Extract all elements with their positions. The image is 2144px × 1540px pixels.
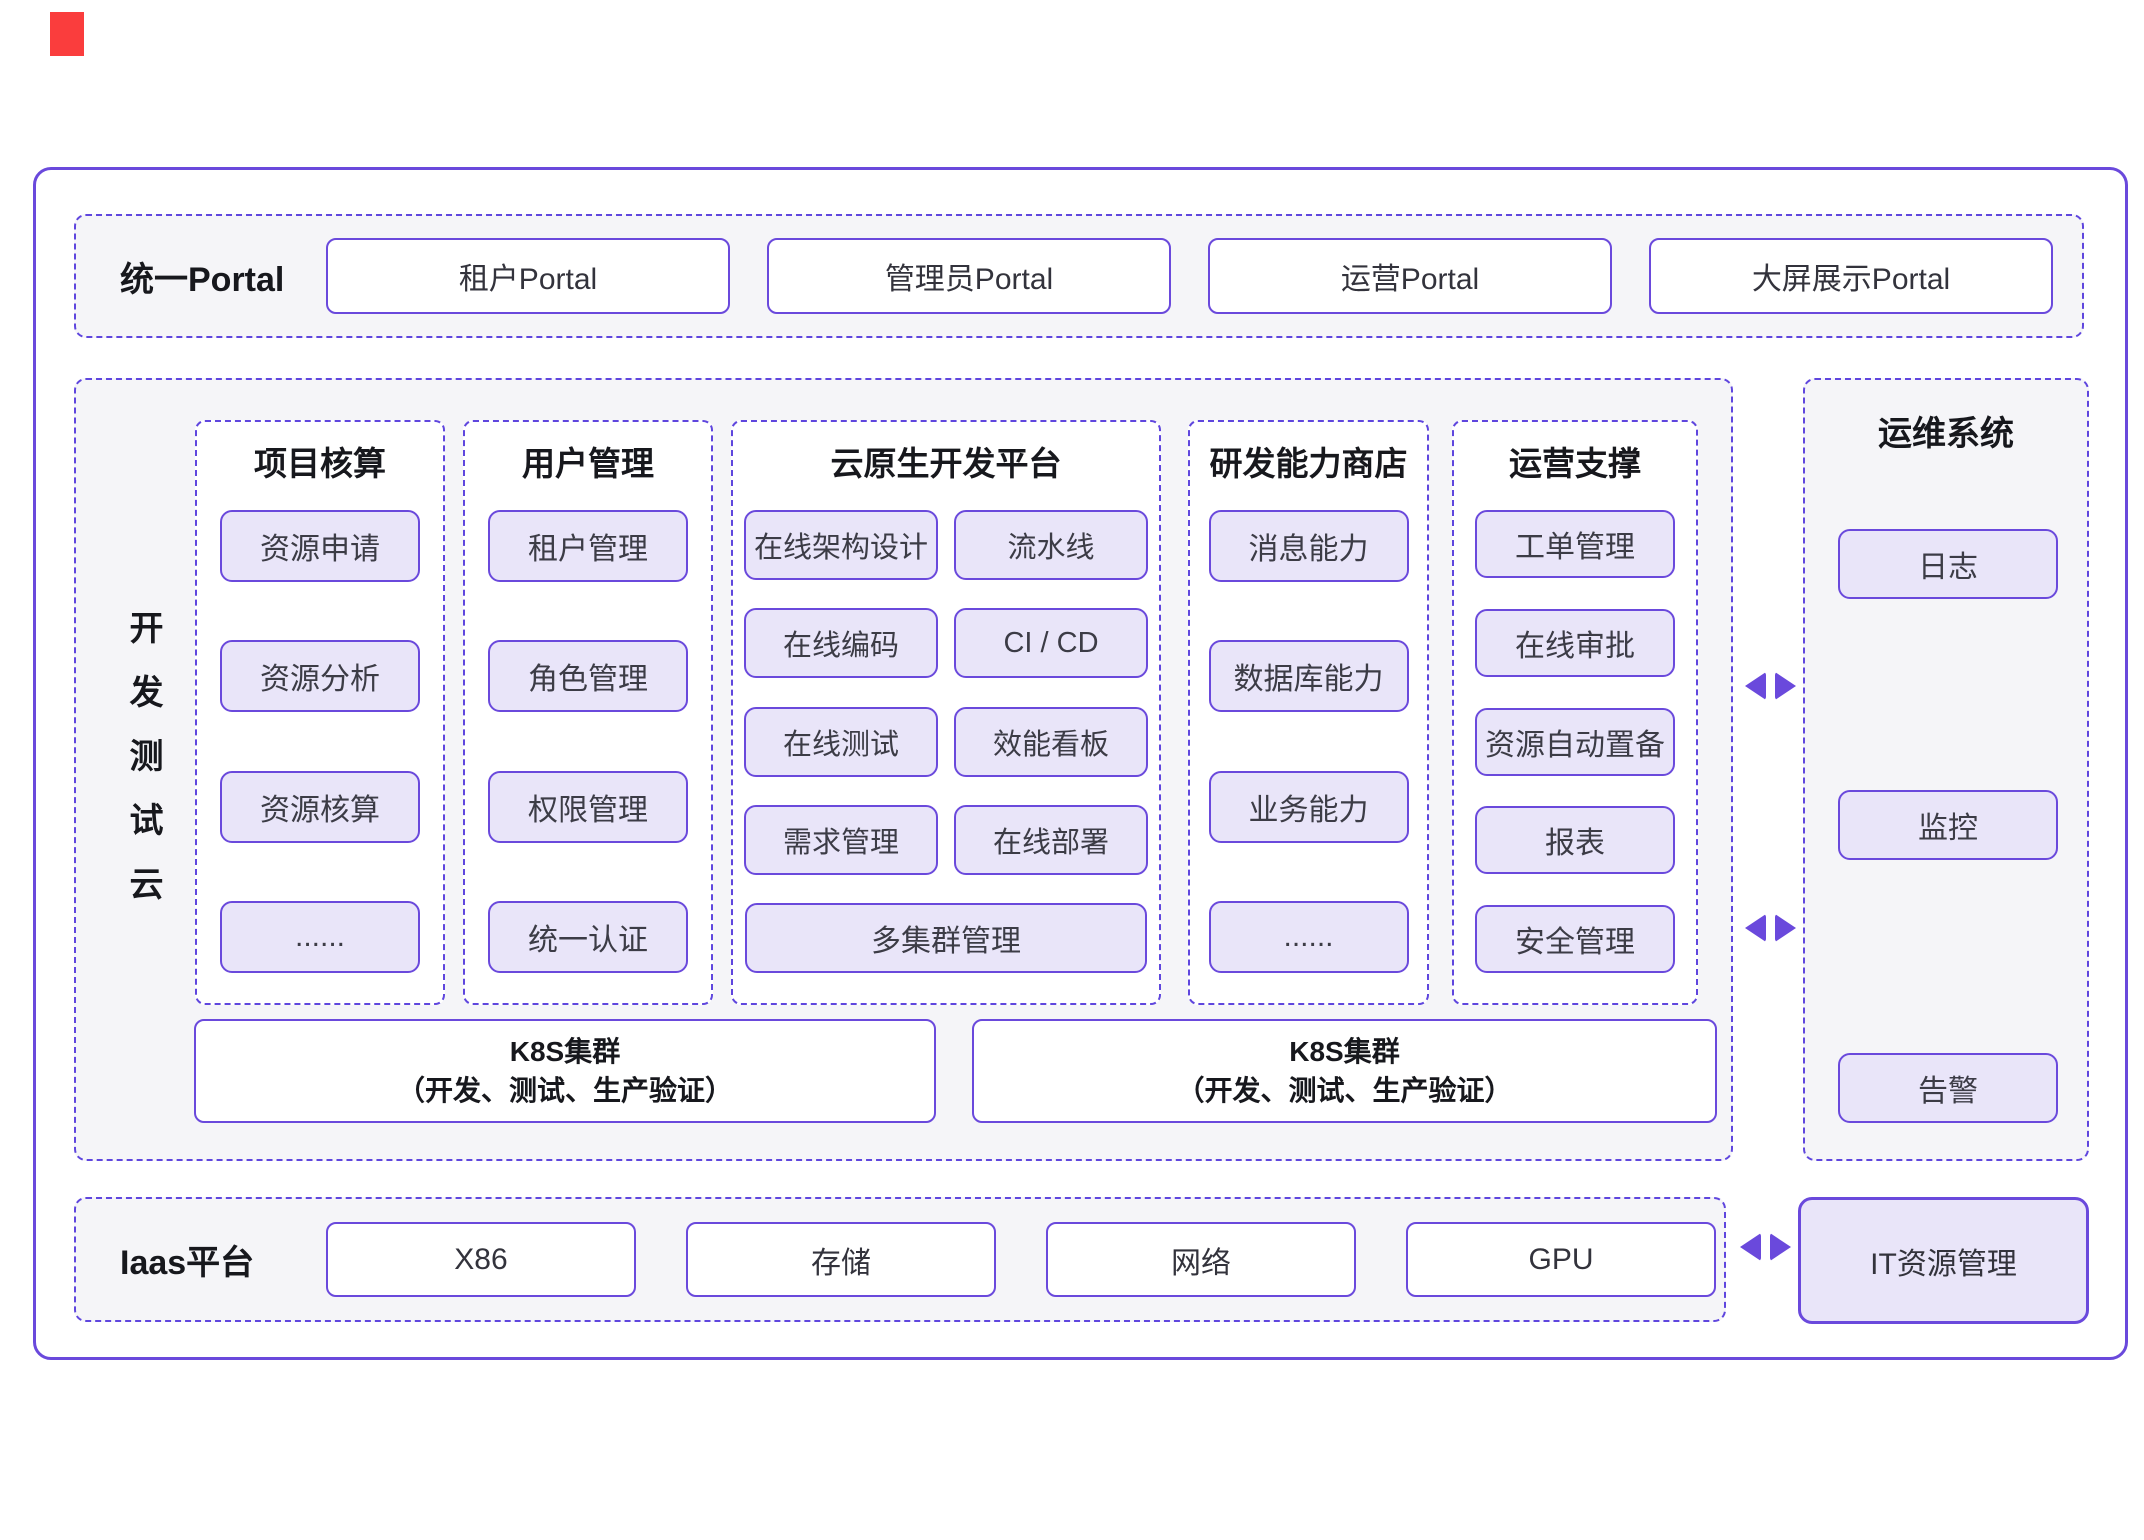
module-ticket-mgmt: 工单管理 bbox=[1475, 510, 1675, 578]
module-row: 需求管理 在线部署 bbox=[733, 804, 1159, 875]
architecture-diagram-frame: 统一Portal 租户Portal 管理员Portal 运营Portal 大屏展… bbox=[33, 167, 2128, 1360]
iaas-platform-title: Iaas平台 bbox=[120, 1244, 255, 1282]
module-multi-cluster-mgmt: 多集群管理 bbox=[745, 903, 1147, 973]
arrow-right-icon bbox=[1770, 1233, 1791, 1261]
arrow-left-icon bbox=[1740, 1233, 1761, 1261]
k8s-cluster-box-1: K8S集群 （开发、测试、生产验证） bbox=[194, 1019, 936, 1123]
column-project-accounting: 项目核算 资源申请 资源分析 资源核算 ...... bbox=[195, 420, 445, 1005]
module-message-capability: 消息能力 bbox=[1208, 510, 1409, 582]
module-online-arch-design: 在线架构设计 bbox=[744, 510, 938, 580]
arrow-right-icon bbox=[1775, 914, 1796, 942]
column-title: 运营支撑 bbox=[1509, 445, 1641, 482]
portal-box-operation: 运营Portal bbox=[1208, 238, 1612, 314]
column-cloud-native-platform: 云原生开发平台 在线架构设计 流水线 在线编码 CI / CD 在线测试 效能看… bbox=[731, 420, 1161, 1005]
module-online-testing: 在线测试 bbox=[744, 706, 938, 777]
module-permission-mgmt: 权限管理 bbox=[488, 770, 688, 843]
module-resource-analysis: 资源分析 bbox=[220, 640, 420, 713]
portal-box-list: 租户Portal 管理员Portal 运营Portal 大屏展示Portal bbox=[326, 238, 2053, 314]
arrow-left-icon bbox=[1745, 914, 1766, 942]
module-performance-board: 效能看板 bbox=[954, 706, 1148, 777]
module-auto-provisioning: 资源自动置备 bbox=[1475, 707, 1675, 776]
ops-system-section: 运维系统 日志 监控 告警 bbox=[1803, 378, 2089, 1161]
module-grid: 在线架构设计 流水线 在线编码 CI / CD 在线测试 效能看板 需求管理 在… bbox=[733, 510, 1159, 973]
portal-box-tenant: 租户Portal bbox=[326, 238, 730, 314]
unified-portal-section: 统一Portal 租户Portal 管理员Portal 运营Portal 大屏展… bbox=[74, 214, 2084, 338]
iaas-box-list: X86 存储 网络 GPU bbox=[326, 1222, 1716, 1297]
iaas-box-x86: X86 bbox=[326, 1222, 636, 1297]
module-logs: 日志 bbox=[1838, 529, 2058, 599]
module-report: 报表 bbox=[1475, 806, 1675, 875]
k8s-cluster-desc: （开发、测试、生产验证） bbox=[1176, 1075, 1513, 1106]
k8s-cluster-desc: （开发、测试、生产验证） bbox=[396, 1075, 733, 1106]
ops-system-title: 运维系统 bbox=[1878, 415, 2014, 453]
module-tenant-mgmt: 租户管理 bbox=[488, 510, 688, 582]
column-title: 研发能力商店 bbox=[1209, 445, 1408, 482]
module-online-approval: 在线审批 bbox=[1475, 608, 1675, 677]
column-title: 项目核算 bbox=[254, 445, 386, 482]
module-resource-apply: 资源申请 bbox=[220, 510, 420, 582]
module-row: 在线架构设计 流水线 bbox=[733, 510, 1159, 580]
k8s-cluster-box-2: K8S集群 （开发、测试、生产验证） bbox=[972, 1019, 1717, 1123]
bidirectional-arrows bbox=[1745, 672, 1796, 700]
module-monitoring: 监控 bbox=[1838, 790, 2058, 860]
portal-box-bigscreen: 大屏展示Portal bbox=[1649, 238, 2053, 314]
portal-box-admin: 管理员Portal bbox=[767, 238, 1171, 314]
dev-test-cloud-section: 开发测试云 项目核算 资源申请 资源分析 资源核算 ...... 用户管理 租户… bbox=[74, 378, 1733, 1161]
module-role-mgmt: 角色管理 bbox=[488, 640, 688, 713]
module-list: 工单管理 在线审批 资源自动置备 报表 安全管理 bbox=[1454, 510, 1696, 973]
module-more: ...... bbox=[1208, 900, 1409, 973]
module-security-mgmt: 安全管理 bbox=[1475, 905, 1675, 973]
module-list: 消息能力 数据库能力 业务能力 ...... bbox=[1190, 510, 1427, 973]
arrow-right-icon bbox=[1775, 672, 1796, 700]
bidirectional-arrows bbox=[1740, 1233, 1791, 1261]
module-row: 在线编码 CI / CD bbox=[733, 608, 1159, 679]
unified-portal-title: 统一Portal bbox=[120, 260, 285, 299]
module-online-coding: 在线编码 bbox=[744, 608, 938, 679]
module-requirement-mgmt: 需求管理 bbox=[744, 804, 938, 875]
column-title: 云原生开发平台 bbox=[830, 445, 1062, 482]
module-ci-cd: CI / CD bbox=[954, 608, 1148, 679]
module-online-deploy: 在线部署 bbox=[954, 804, 1148, 875]
column-title: 用户管理 bbox=[522, 445, 654, 482]
module-unified-auth: 统一认证 bbox=[488, 900, 688, 973]
module-row: 在线测试 效能看板 bbox=[733, 706, 1159, 777]
module-list: 租户管理 角色管理 权限管理 统一认证 bbox=[465, 510, 711, 973]
iaas-platform-section: Iaas平台 X86 存储 网络 GPU bbox=[74, 1197, 1726, 1322]
column-rd-capability-store: 研发能力商店 消息能力 数据库能力 业务能力 ...... bbox=[1188, 420, 1429, 1005]
module-database-capability: 数据库能力 bbox=[1208, 640, 1409, 713]
it-resource-management-box: IT资源管理 bbox=[1798, 1197, 2089, 1324]
module-list: 资源申请 资源分析 资源核算 ...... bbox=[197, 510, 443, 973]
iaas-box-gpu: GPU bbox=[1406, 1222, 1716, 1297]
module-resource-accounting: 资源核算 bbox=[220, 770, 420, 843]
column-operation-support: 运营支撑 工单管理 在线审批 资源自动置备 报表 安全管理 bbox=[1452, 420, 1698, 1005]
module-alerting: 告警 bbox=[1838, 1053, 2058, 1123]
red-accent-mark bbox=[50, 12, 84, 56]
iaas-box-storage: 存储 bbox=[686, 1222, 996, 1297]
dev-test-cloud-label: 开发测试云 bbox=[124, 610, 162, 930]
column-user-management: 用户管理 租户管理 角色管理 权限管理 统一认证 bbox=[463, 420, 713, 1005]
iaas-box-network: 网络 bbox=[1046, 1222, 1356, 1297]
module-pipeline: 流水线 bbox=[954, 510, 1148, 580]
arrow-left-icon bbox=[1745, 672, 1766, 700]
bidirectional-arrows bbox=[1745, 914, 1796, 942]
module-more: ...... bbox=[220, 900, 420, 973]
k8s-cluster-name: K8S集群 bbox=[509, 1035, 621, 1067]
k8s-cluster-name: K8S集群 bbox=[1289, 1035, 1400, 1067]
module-business-capability: 业务能力 bbox=[1208, 770, 1409, 843]
